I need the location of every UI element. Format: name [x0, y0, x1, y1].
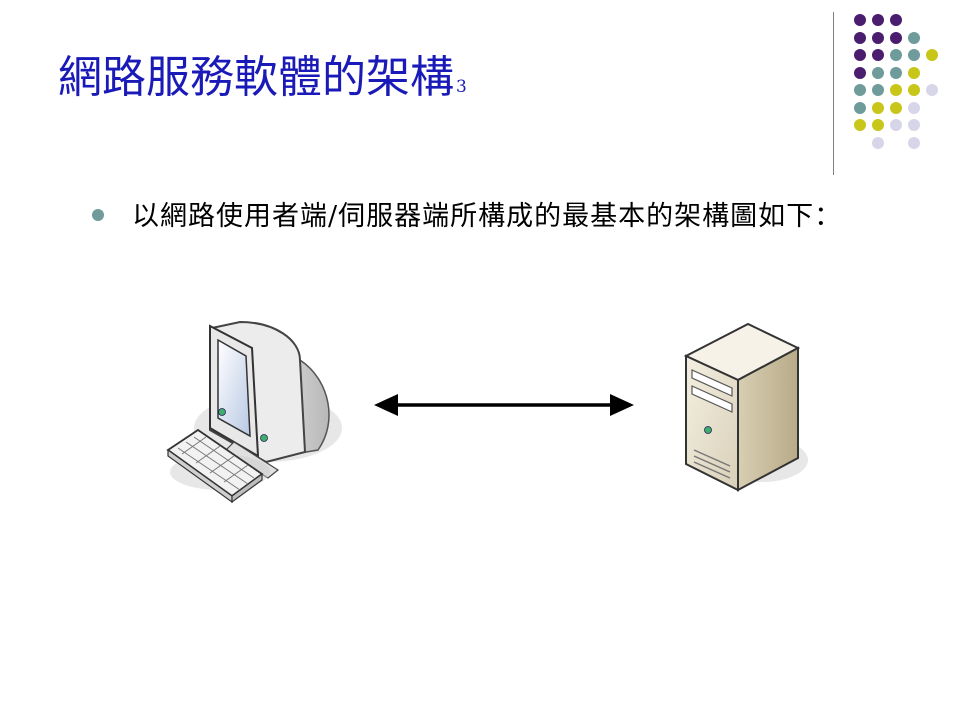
- decorative-dot-grid: [854, 14, 938, 149]
- bullet-text: 以網路使用者端/伺服器端所構成的最基本的架構圖如下：: [132, 201, 843, 232]
- slide-title-text: 網路服務軟體的架構: [58, 52, 454, 103]
- header-divider: [833, 12, 834, 175]
- computer-icon: [166, 320, 342, 504]
- bullet-dot-icon: [92, 209, 104, 221]
- client-server-diagram: [166, 320, 808, 504]
- slide-title-suffix: 3: [456, 77, 467, 97]
- server-icon: [683, 322, 808, 492]
- double-arrow-icon: [374, 394, 634, 416]
